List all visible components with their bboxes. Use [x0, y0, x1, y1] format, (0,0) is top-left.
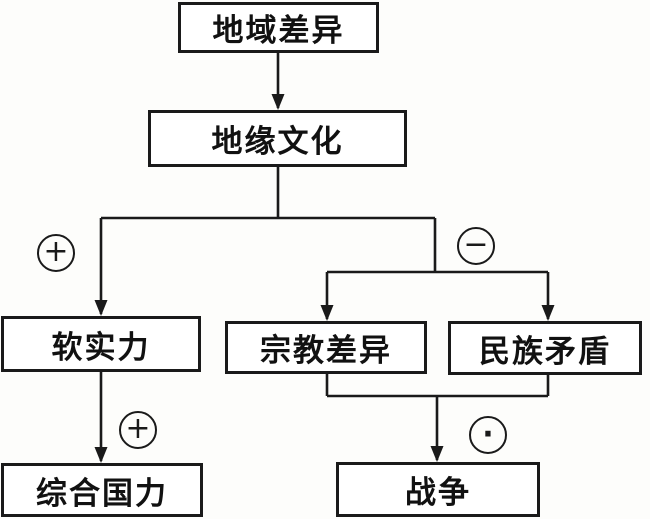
- node-geo-culture: 地缘文化: [148, 110, 407, 167]
- node-soft-power: 软实力: [1, 316, 201, 372]
- plus-sign-icon: +: [119, 411, 157, 449]
- node-religious-difference: 宗教差异: [225, 321, 427, 374]
- node-war: 战争: [336, 462, 540, 517]
- dot-sign-icon: ·: [469, 416, 507, 454]
- node-comprehensive-national-power: 综合国力: [1, 463, 203, 517]
- node-ethnic-conflict: 民族矛盾: [448, 321, 642, 375]
- minus-sign-icon: −: [457, 227, 495, 265]
- connector-trunks: [101, 167, 550, 398]
- node-regional-difference: 地域差异: [178, 2, 379, 53]
- plus-sign-icon: +: [37, 234, 75, 272]
